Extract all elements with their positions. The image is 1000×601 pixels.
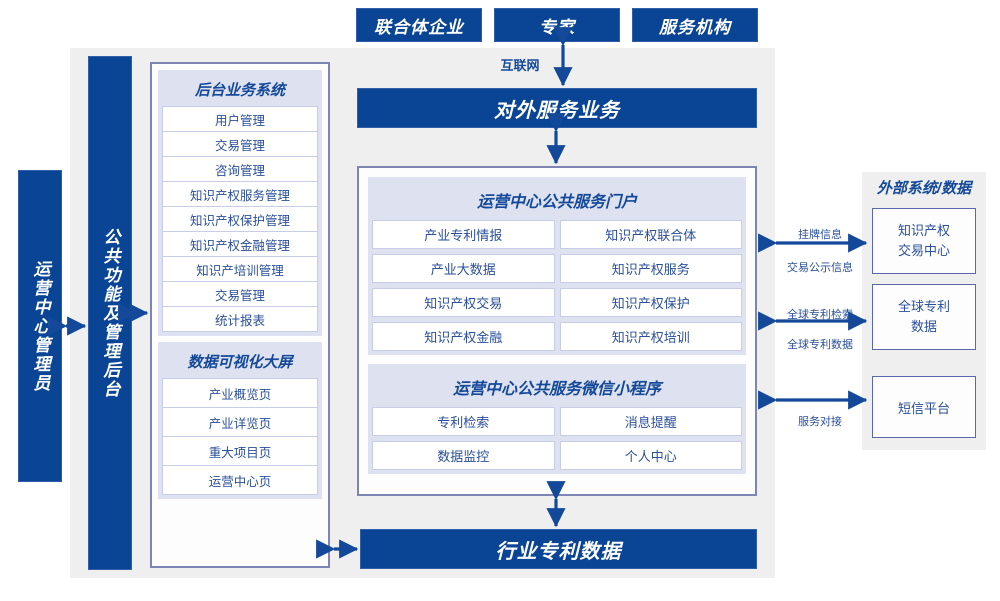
top-actor-label: 专家 [539, 17, 575, 37]
external-system-line2: 数据 [910, 319, 937, 334]
external-connector-label-global-patent-search: 全球专利检索 [787, 309, 853, 321]
backoffice-bigscreen-frame: 后台业务系统 用户管理 交易管理 咨询管理 知识产权服务管理 知识产权保护管理 … [150, 62, 330, 568]
backoffice-item[interactable]: 知识产培训管理 [162, 256, 318, 282]
backoffice-item[interactable]: 知识产权服务管理 [162, 181, 318, 207]
external-service-bar-label: 对外服务业务 [494, 99, 620, 122]
backoffice-item[interactable]: 知识产权保护管理 [162, 206, 318, 232]
external-connector-label-global-patent-data: 全球专利数据 [787, 339, 853, 351]
backoffice-item-list: 用户管理 交易管理 咨询管理 知识产权服务管理 知识产权保护管理 知识产权金融管… [162, 106, 318, 332]
miniprogram-item[interactable]: 专利检索 [372, 407, 555, 436]
bigscreen-title: 数据可视化大屏 [187, 354, 293, 371]
external-system-line2: 交易中心 [897, 243, 950, 258]
portal-item[interactable]: 产业专利情报 [372, 220, 555, 249]
miniprogram-title: 运营中心公共服务微信小程序 [452, 381, 661, 398]
external-system-ip-trading-center[interactable]: 知识产权 交易中心 [872, 208, 976, 274]
external-connector-label-trade-public-info: 交易公示信息 [787, 262, 853, 274]
external-system-line1: 知识产权 [897, 223, 950, 238]
top-actor-alliance-enterprise[interactable]: 联合体企业 [356, 8, 482, 42]
external-service-bar[interactable]: 对外服务业务 [357, 88, 757, 128]
bigscreen-item[interactable]: 产业详览页 [162, 407, 318, 437]
external-systems-title: 外部系统/数据 [876, 180, 972, 197]
portal-item[interactable]: 产业大数据 [372, 254, 555, 283]
backoffice-item[interactable]: 用户管理 [162, 106, 318, 132]
backoffice-title: 后台业务系统 [194, 82, 285, 99]
bigscreen-item[interactable]: 运营中心页 [162, 465, 318, 495]
external-connector-label-service-docking: 服务对接 [798, 416, 842, 428]
top-actor-service-agency[interactable]: 服务机构 [632, 8, 758, 42]
bigscreen-item[interactable]: 产业概览页 [162, 378, 318, 408]
backoffice-item[interactable]: 交易管理 [162, 131, 318, 157]
external-system-sms-platform[interactable]: 短信平台 [872, 376, 976, 438]
left-column-label: 运营中心管理员 [30, 259, 50, 393]
miniprogram-grid: 专利检索 消息提醒 数据监控 个人中心 [372, 407, 742, 470]
backoffice-item[interactable]: 交易管理 [162, 281, 318, 307]
external-system-global-patent-data[interactable]: 全球专利 数据 [872, 284, 976, 350]
center-services-frame: 运营中心公共服务门户 产业专利情报 知识产权联合体 产业大数据 知识产权服务 知… [357, 166, 757, 496]
left-column-operation-center-admin[interactable]: 运营中心管理员 [18, 170, 62, 482]
external-connector-label-listing-info: 挂牌信息 [798, 229, 842, 241]
internet-label: 互联网 [500, 58, 540, 73]
miniprogram-item[interactable]: 个人中心 [559, 441, 742, 470]
top-actor-expert[interactable]: 专家 [494, 8, 620, 42]
backoffice-item[interactable]: 知识产权金融管理 [162, 231, 318, 257]
backoffice-group: 后台业务系统 用户管理 交易管理 咨询管理 知识产权服务管理 知识产权保护管理 … [158, 70, 322, 336]
portal-item[interactable]: 知识产权金融 [372, 322, 555, 351]
left-column-public-function-admin[interactable]: 公共功能及管理后台 [88, 56, 132, 570]
industry-patent-data-bar[interactable]: 行业专利数据 [360, 529, 757, 569]
bigscreen-item[interactable]: 重大项目页 [162, 436, 318, 466]
backoffice-item[interactable]: 统计报表 [162, 306, 318, 332]
top-actor-label: 联合体企业 [374, 17, 464, 37]
portal-item[interactable]: 知识产权交易 [372, 288, 555, 317]
bigscreen-group: 数据可视化大屏 产业概览页 产业详览页 重大项目页 运营中心页 [158, 342, 322, 499]
portal-group: 运营中心公共服务门户 产业专利情报 知识产权联合体 产业大数据 知识产权服务 知… [368, 177, 746, 355]
external-system-line1: 全球专利 [897, 299, 950, 314]
portal-grid: 产业专利情报 知识产权联合体 产业大数据 知识产权服务 知识产权交易 知识产权保… [372, 220, 742, 351]
miniprogram-item[interactable]: 数据监控 [372, 441, 555, 470]
backoffice-item[interactable]: 咨询管理 [162, 156, 318, 182]
miniprogram-item[interactable]: 消息提醒 [559, 407, 742, 436]
external-system-line1: 短信平台 [897, 400, 950, 416]
portal-title: 运营中心公共服务门户 [476, 194, 637, 211]
bigscreen-item-list: 产业概览页 产业详览页 重大项目页 运营中心页 [162, 378, 318, 495]
top-actor-label: 服务机构 [659, 17, 731, 37]
portal-item[interactable]: 知识产权联合体 [559, 220, 742, 249]
portal-item[interactable]: 知识产权保护 [559, 288, 742, 317]
left-column-label: 公共功能及管理后台 [100, 227, 120, 399]
miniprogram-group: 运营中心公共服务微信小程序 专利检索 消息提醒 数据监控 个人中心 [368, 364, 746, 474]
industry-patent-data-label: 行业专利数据 [495, 540, 622, 563]
portal-item[interactable]: 知识产权培训 [559, 322, 742, 351]
portal-item[interactable]: 知识产权服务 [559, 254, 742, 283]
